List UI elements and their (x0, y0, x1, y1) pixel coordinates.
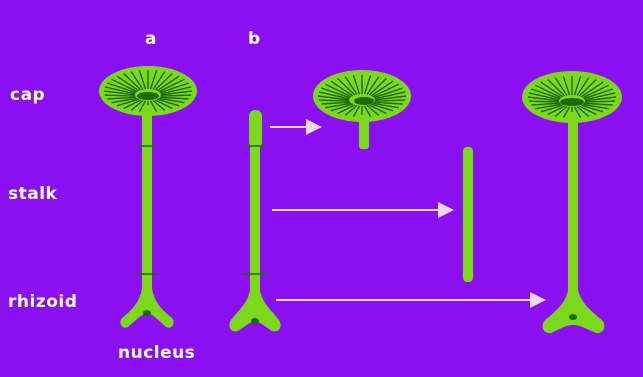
regenerated-nucleus (569, 314, 577, 320)
rhizoid-a (120, 288, 173, 328)
plant-a (99, 66, 197, 328)
regenerated-rhizoid (543, 290, 605, 333)
detached-cap (313, 70, 411, 149)
plant-b (229, 110, 280, 331)
nucleus-b (251, 318, 259, 324)
rhizoid-b (229, 290, 280, 331)
stalk-a (142, 105, 152, 295)
regenerated-plant (522, 71, 622, 333)
detached-stalk (463, 147, 473, 282)
stalk-b (250, 140, 260, 295)
regenerated-stalk (568, 112, 578, 298)
nucleus-a (143, 310, 151, 316)
